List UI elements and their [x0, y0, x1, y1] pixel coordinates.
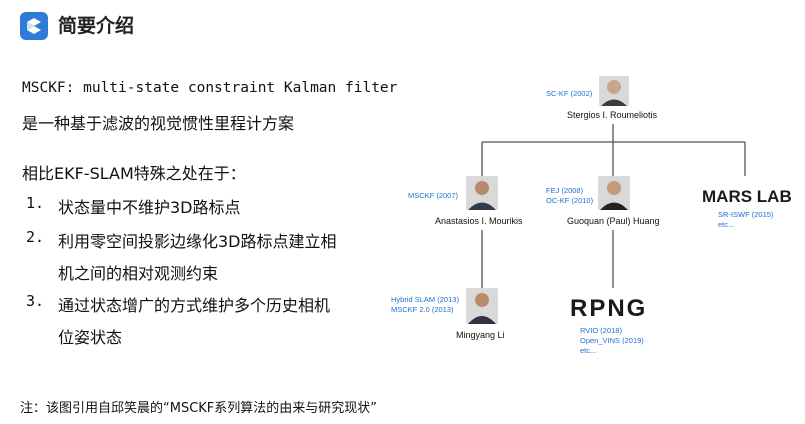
mars-lab-logo: MARS LAB	[702, 187, 792, 206]
huang-photo	[598, 176, 630, 210]
definition-line-cn: 是一种基于滤波的视觉惯性里程计方案	[22, 114, 295, 133]
root-label: SC-KF (2002)	[546, 89, 593, 98]
mars-label: etc...	[718, 220, 734, 229]
li-photo	[466, 288, 498, 324]
list-item-number: 2.	[26, 228, 45, 246]
list-item-continuation: 位姿状态	[58, 328, 123, 347]
tree-connectors	[481, 124, 746, 288]
mourikis-label: MSCKF (2007)	[408, 191, 459, 200]
list-item: 通过状态增广的方式维护多个历史相机	[58, 296, 331, 315]
list-item: 状态量中不维护3D路标点	[58, 198, 241, 217]
huang-name: Guoquan (Paul) Huang	[567, 216, 660, 226]
root-name: Stergios I. Roumeliotis	[567, 110, 658, 120]
source-note: 注：该图引用自邱笑晨的“MSCKF系列算法的由来与研究现状”	[20, 401, 378, 416]
comparison-heading: 相比EKF-SLAM特殊之处在于：	[22, 164, 246, 183]
rpng-label: Open_VINS (2019)	[580, 336, 644, 345]
huang-label: FEJ (2008)	[546, 186, 584, 195]
huang-label: OC-KF (2010)	[546, 196, 594, 205]
li-label: Hybrid SLAM (2013)	[391, 295, 459, 304]
definition-line: MSCKF: multi-state constraint Kalman fil…	[22, 80, 398, 96]
page-title: 简要介绍	[58, 15, 135, 37]
rpng-label: etc...	[580, 346, 596, 355]
roumeliotis-photo	[599, 76, 629, 106]
list-item: 利用零空间投影边缘化3D路标点建立相	[58, 232, 337, 251]
rpng-label: RVIO (2018)	[580, 326, 622, 335]
list-item-number: 3.	[26, 292, 45, 310]
s-logo-icon	[20, 12, 48, 40]
mourikis-name: Anastasios I. Mourikis	[435, 216, 523, 226]
rpng-logo: RPNG	[570, 295, 647, 322]
mourikis-photo	[466, 176, 498, 210]
list-item-continuation: 机之间的相对观测约束	[58, 264, 219, 283]
mars-label: SR-ISWF (2015)	[718, 210, 774, 219]
list-item-number: 1.	[26, 194, 45, 212]
li-name: Mingyang Li	[456, 330, 505, 340]
li-label: MSCKF 2.0 (2013)	[391, 305, 454, 314]
